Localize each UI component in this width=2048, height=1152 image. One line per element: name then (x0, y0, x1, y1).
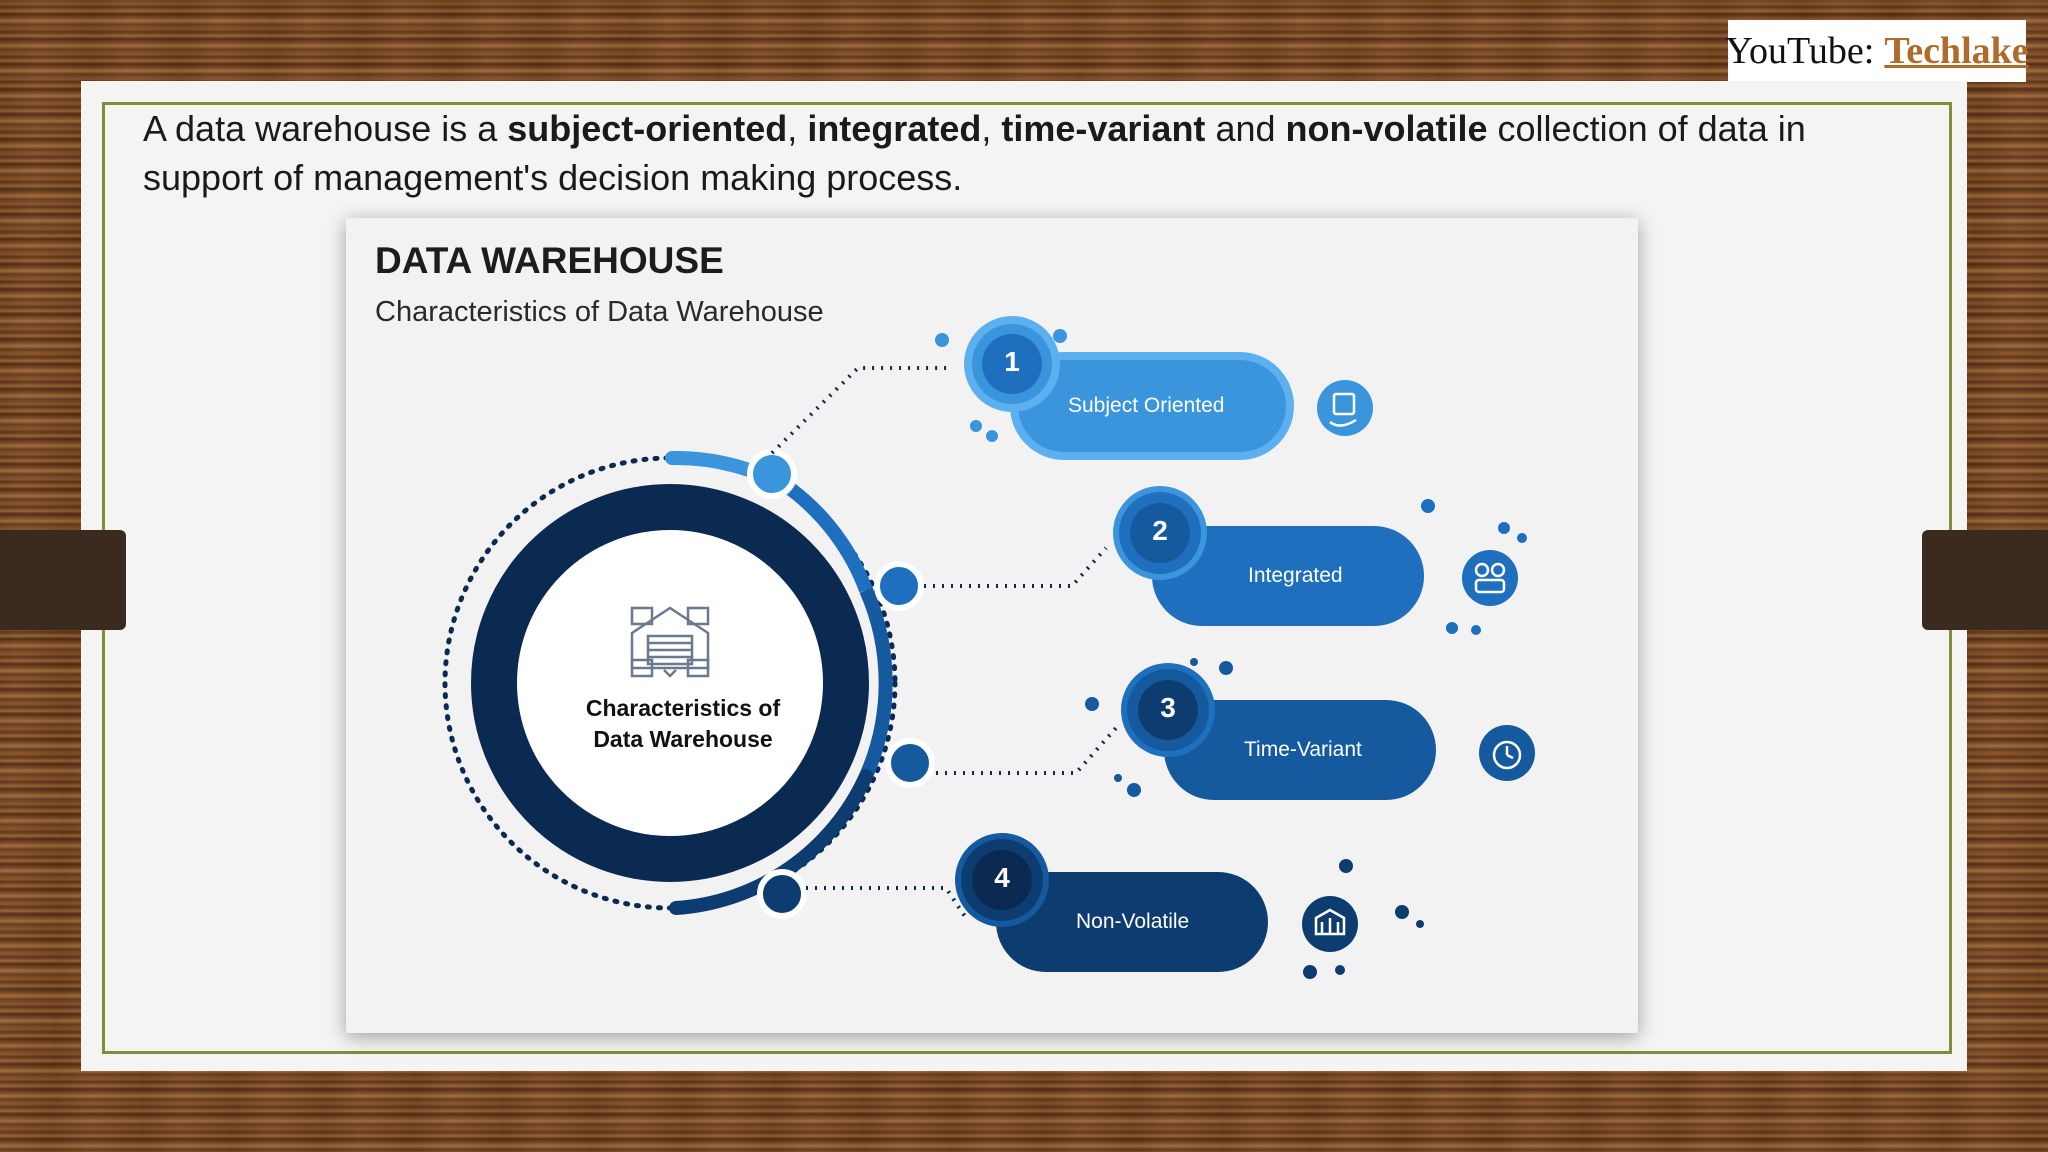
icon-circle-2 (1462, 550, 1518, 606)
warehouse-icon (630, 606, 710, 678)
badge-prefix: YouTube: (1725, 30, 1875, 72)
keyword-time-variant: time-variant (1001, 108, 1206, 149)
badge-2-inner (1130, 503, 1190, 563)
diagram-title: DATA WAREHOUSE (375, 240, 724, 281)
item-1-label: Subject Oriented (1068, 394, 1225, 417)
center-label: Characteristics of Data Warehouse (585, 695, 781, 752)
arc-segment-2 (787, 484, 873, 593)
pill-3-bg (1164, 700, 1436, 800)
left-binder-tab (0, 530, 126, 630)
badge-1-inner (982, 334, 1042, 394)
building-chart-icon (1314, 908, 1346, 936)
item-4-number: 4 (994, 862, 1010, 893)
connector-4 (806, 886, 968, 920)
item-4-label: Non-Volatile (1076, 910, 1190, 933)
youtube-badge[interactable]: YouTube: Techlake (1725, 20, 2029, 82)
icon-circle-1 (1317, 380, 1373, 436)
item-1-number: 1 (1004, 346, 1020, 377)
hand-device-icon (1329, 392, 1357, 427)
node-2 (874, 561, 924, 611)
right-binder-tab (1922, 530, 2048, 630)
keyword-subject-oriented: subject-oriented (507, 108, 788, 149)
people-integration-icon (1474, 562, 1506, 594)
node-4 (757, 869, 807, 919)
connector-1 (770, 366, 950, 455)
item-2-label: Integrated (1248, 564, 1343, 587)
channel-link[interactable]: Techlake (1884, 30, 2029, 72)
diagram-subtitle: Characteristics of Data Warehouse (375, 296, 824, 328)
alarm-clock-icon (1492, 740, 1522, 770)
keyword-non-volatile: non-volatile (1285, 108, 1488, 149)
keyword-integrated: integrated (807, 108, 982, 149)
arc-segment-4 (669, 769, 873, 915)
center-ring (471, 484, 869, 882)
badge-4-inner (972, 850, 1032, 910)
definition-text: A data warehouse is a subject-oriented, … (143, 108, 1806, 198)
connector-2 (924, 546, 1108, 588)
decor-dots (935, 329, 1527, 979)
diagram-figure: DATA WAREHOUSE Characteristics of Data W… (346, 218, 1638, 1033)
item-3-number: 3 (1160, 692, 1176, 723)
pill-1-bg (1018, 358, 1290, 454)
item-2-number: 2 (1152, 515, 1168, 546)
item-3-label: Time-Variant (1244, 738, 1362, 761)
arc-segment-3 (859, 587, 893, 779)
inner-dotted-arc (774, 516, 848, 639)
node-1 (747, 449, 797, 499)
pill-4-bg (996, 872, 1268, 972)
diagram-graphics (442, 316, 1535, 979)
pill-2-bg (1152, 526, 1424, 626)
badge-3-inner (1138, 680, 1198, 740)
node-3 (885, 738, 935, 788)
connector-3 (936, 726, 1118, 775)
